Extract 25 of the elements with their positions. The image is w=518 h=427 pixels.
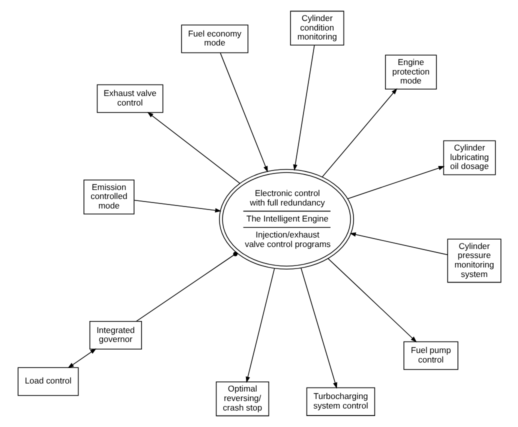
node-box: Emission controlled mode: [83, 180, 134, 214]
arrow: [321, 88, 397, 178]
arrow: [327, 258, 416, 342]
connector: [135, 252, 238, 322]
arrow: [349, 232, 448, 256]
arrow: [292, 45, 314, 171]
node-box: Exhaust valve control: [96, 84, 163, 113]
arrow: [346, 166, 444, 200]
arrow: [220, 52, 268, 172]
node-box: Cylinder pressure monitoring system: [446, 238, 501, 283]
arrow: [146, 112, 240, 184]
node-box: Load control: [17, 367, 78, 396]
node-box: Integrated governor: [88, 320, 142, 350]
arrow: [67, 348, 96, 368]
node-box: Fuel economy mode: [180, 24, 248, 54]
node-box: Turbocharging system control: [306, 387, 375, 416]
node-box: Cylinder lubricating oil dosage: [442, 140, 496, 176]
arrow: [300, 268, 337, 389]
arrow: [245, 268, 274, 383]
node-box: Cylinder condition monitoring: [290, 10, 344, 46]
arrow: [134, 200, 221, 212]
node-box: Fuel pump control: [402, 341, 458, 370]
node-ellipse: Electronic control with full redundancy The Intelligent Engine Injection/exhaust valve control programs: [218, 169, 354, 270]
node-box: Optimal reversing/ crash stop: [215, 381, 269, 416]
node-box: Engine protection mode: [384, 54, 436, 90]
